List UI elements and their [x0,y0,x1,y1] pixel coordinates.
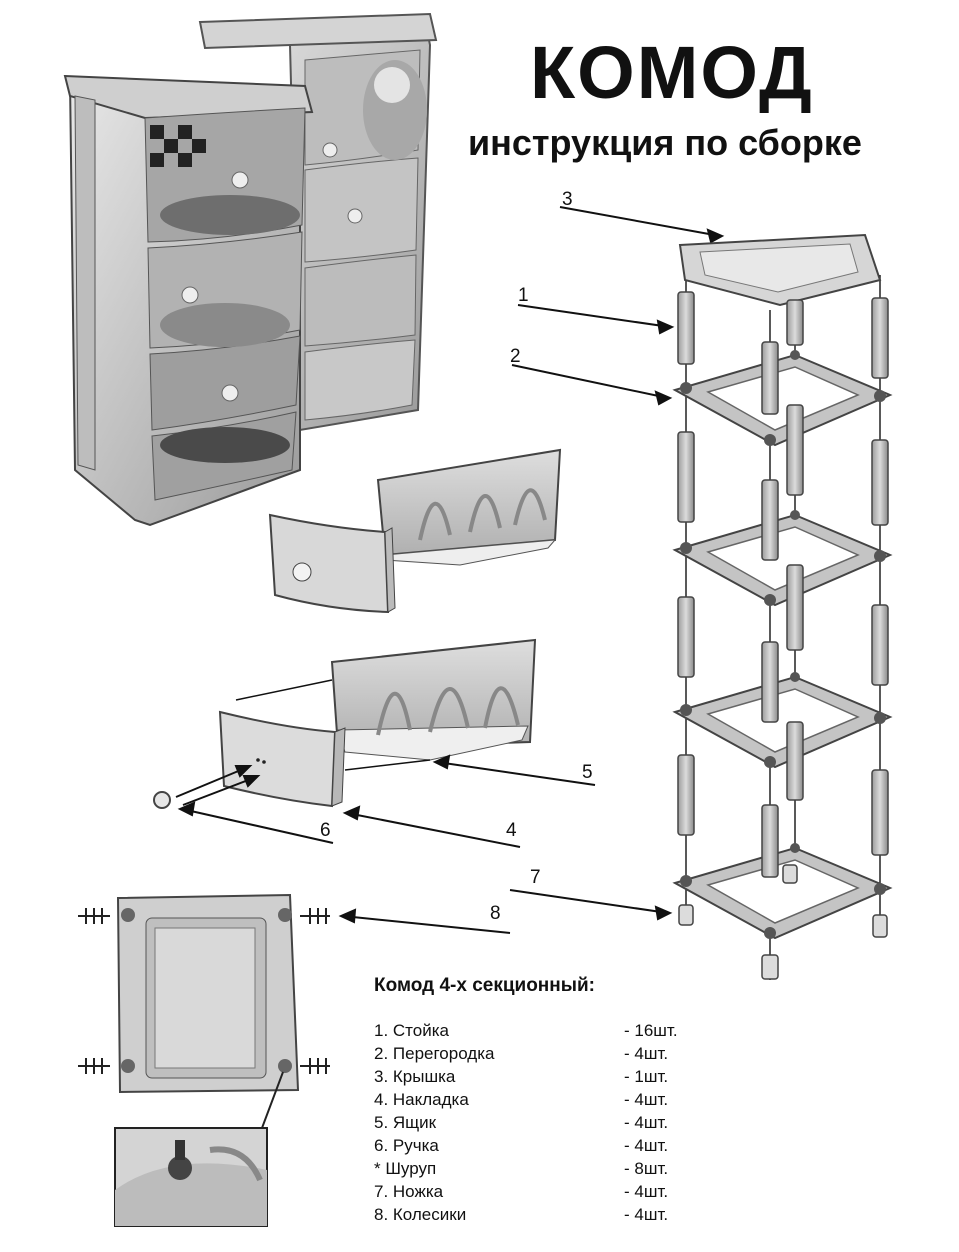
parts-list-item: * Шуруп - 8шт. [374,1157,694,1180]
part-qty: - 8шт. [624,1159,669,1178]
part-qty: - 4шт. [624,1136,669,1155]
part-name: 5. Ящик [374,1113,437,1132]
parts-list-heading: Комод 4-х секционный: [374,975,595,996]
callout-8: 8 [490,903,501,924]
parts-list-item: 5. Ящик - 4шт. [374,1111,694,1134]
parts-list-item: 3. Крышка - 1шт. [374,1065,694,1088]
parts-list-item: 7. Ножка - 4шт. [374,1180,694,1203]
callout-lines [175,206,725,934]
part-name: 6. Ручка [374,1136,439,1155]
part-name: 1. Стойка [374,1021,449,1040]
parts-list-item: 6. Ручка - 4шт. [374,1134,694,1157]
part-qty: - 4шт. [624,1182,669,1201]
part-name: * Шуруп [374,1159,437,1178]
assembled-dresser-picture [63,12,438,527]
part-qty: - 4шт. [624,1205,669,1224]
part-name: 8. Колесики [374,1205,467,1224]
callout-7: 7 [530,867,541,888]
callout-4: 4 [506,820,517,841]
parts-list: Комод 4-х секционный: 1. Стойка - 16шт. 2… [374,975,694,1226]
parts-list-item: 1. Стойка - 16шт. [374,1019,694,1042]
parts-list-item: 4. Накладка - 4шт. [374,1088,694,1111]
page-title: КОМОД [530,31,814,114]
parts-list-item: 8. Колесики - 4шт. [374,1203,694,1226]
part-qty: - 4шт. [624,1113,669,1132]
bottom-view-picture [78,893,330,1227]
callout-3: 3 [562,189,573,210]
part-name: 4. Накладка [374,1090,469,1109]
callout-6: 6 [320,820,331,841]
part-name: 7. Ножка [374,1182,444,1201]
callout-5: 5 [582,762,593,783]
part-qty: - 4шт. [624,1090,669,1109]
parts-list-item: 2. Перегородка - 4шт. [374,1042,694,1065]
page-subtitle: инструкция по сборке [468,122,862,163]
part-name: 2. Перегородка [374,1044,495,1063]
part-qty: - 4шт. [624,1044,669,1063]
part-qty: - 16шт. [624,1021,678,1040]
part-qty: - 1шт. [624,1067,669,1086]
drawer-example-picture [268,448,562,614]
callout-2: 2 [510,346,521,367]
callout-1: 1 [518,285,529,306]
part-name: 3. Крышка [374,1067,456,1086]
exploded-tower-picture [672,233,893,980]
